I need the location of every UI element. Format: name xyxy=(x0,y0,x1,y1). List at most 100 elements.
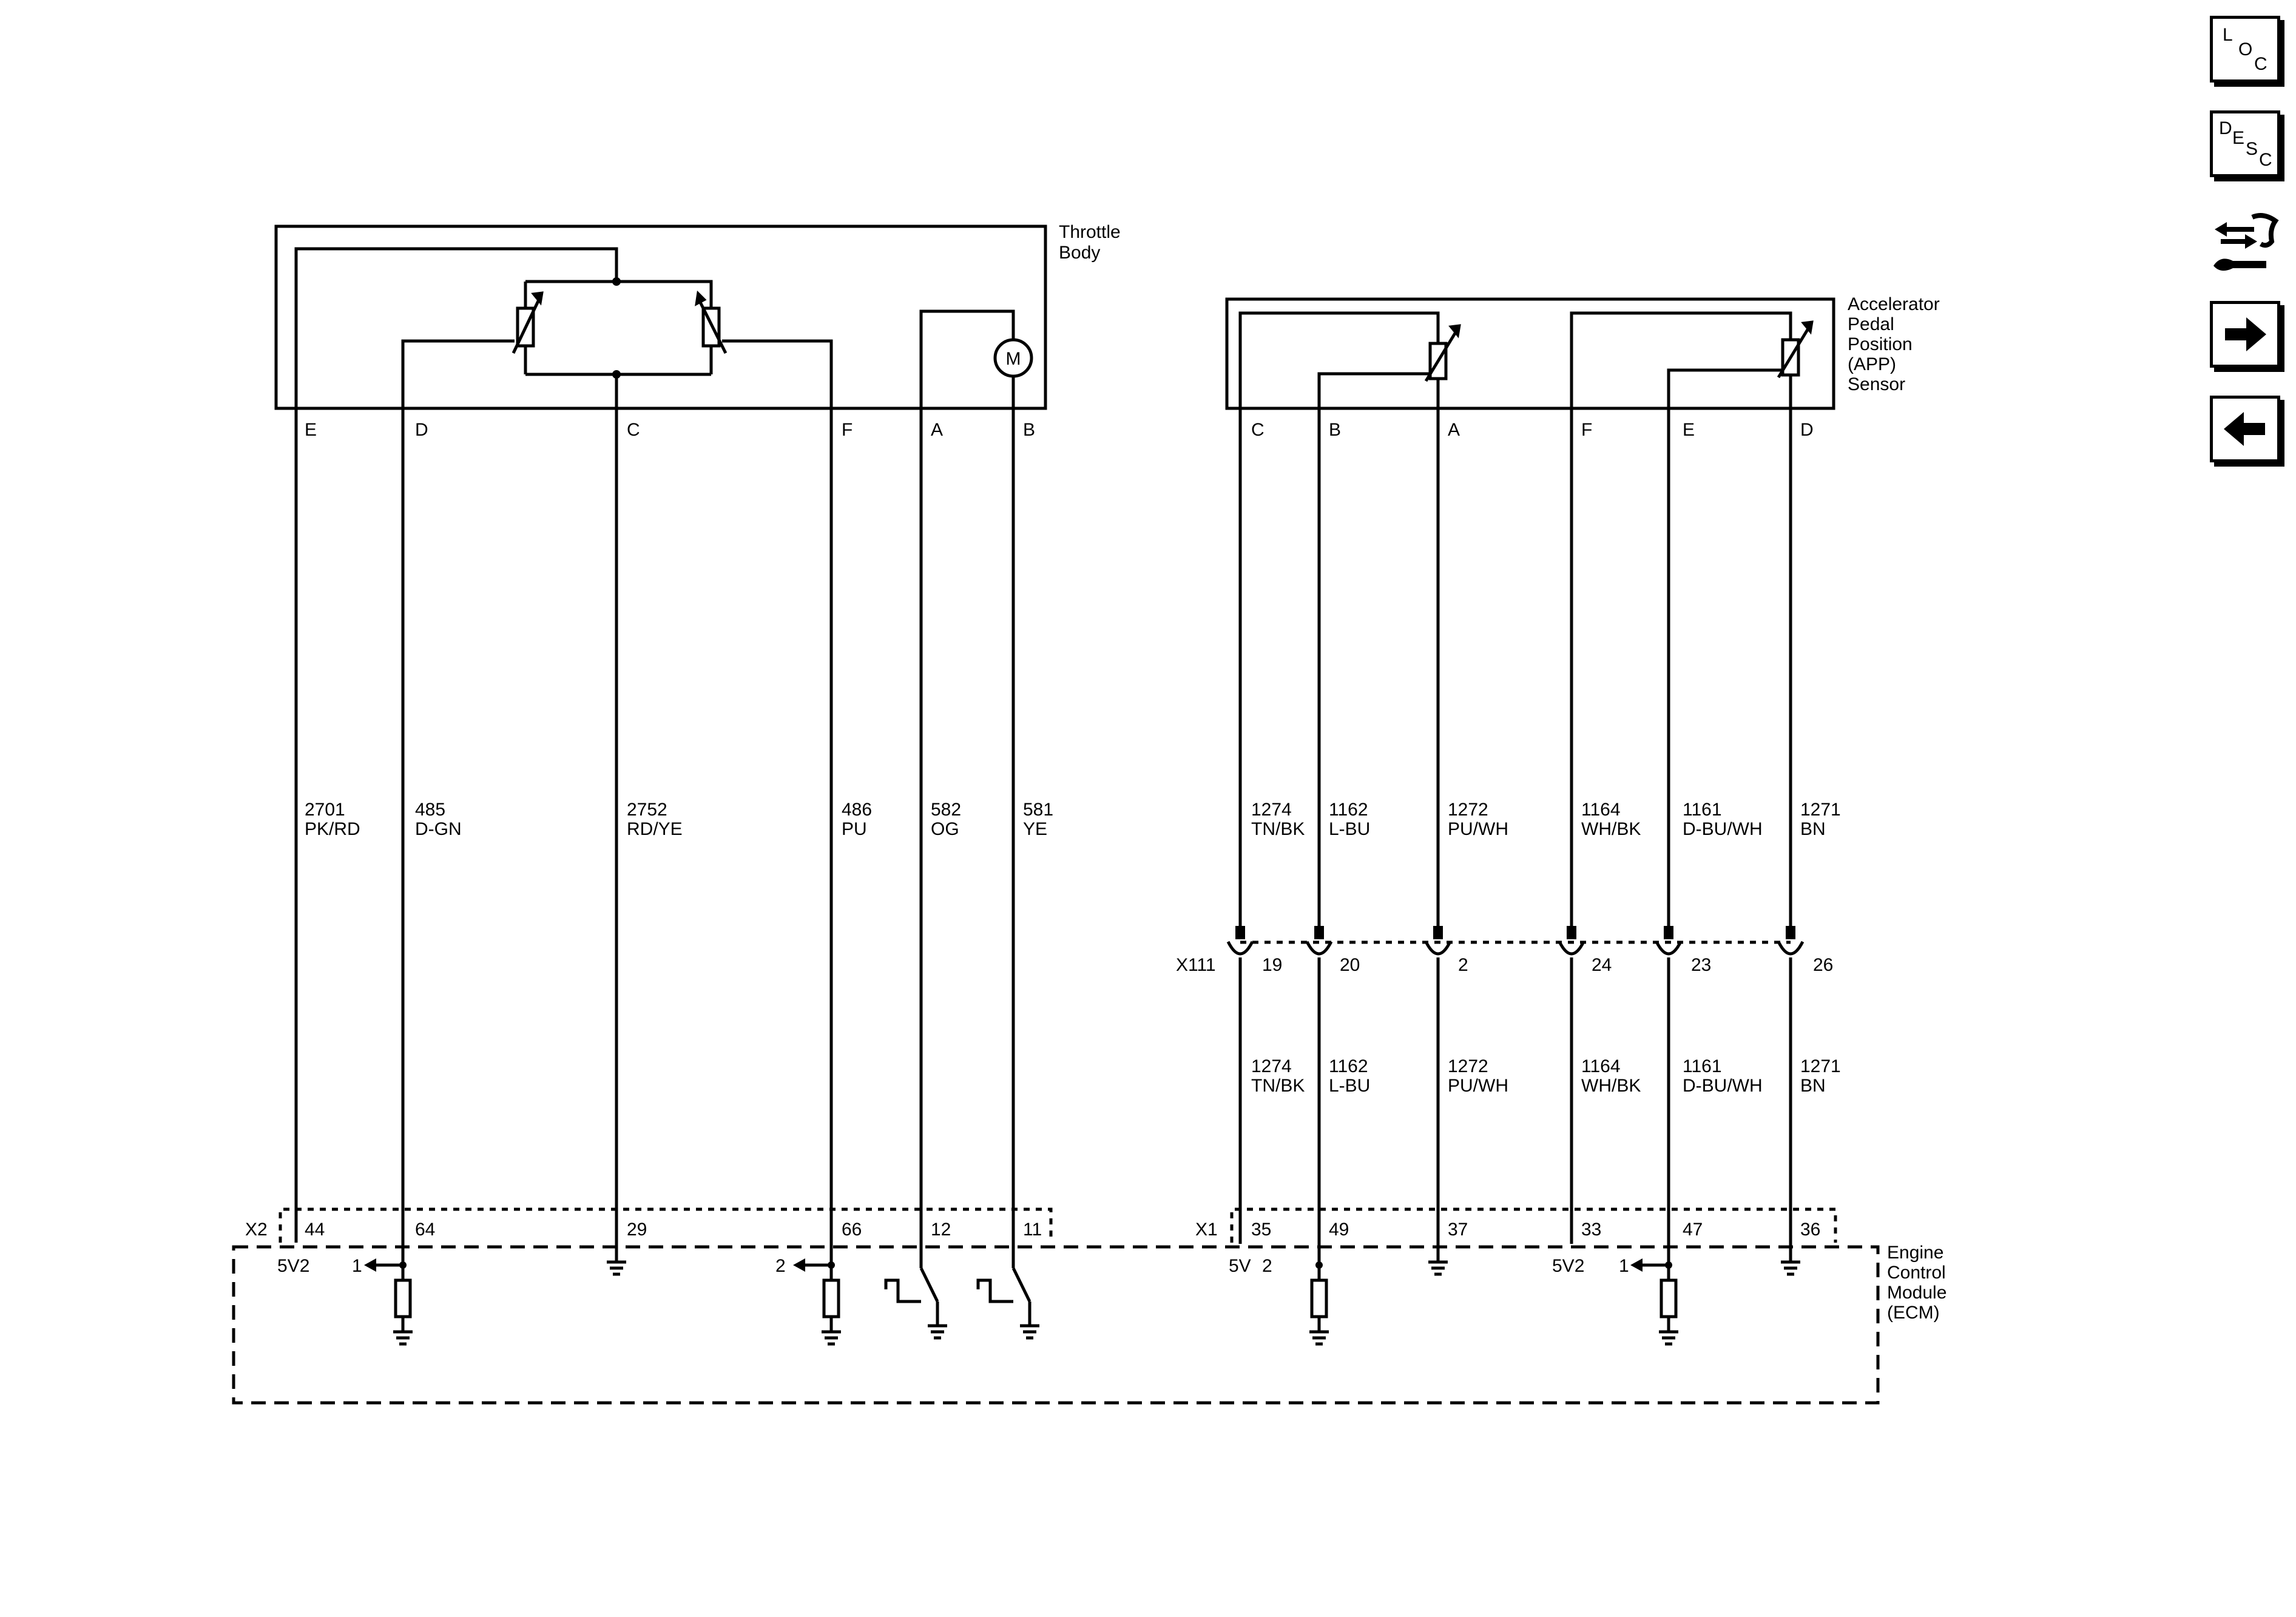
circuit-number: 2752 xyxy=(627,800,667,820)
app-circuit-labels-upper: 1274 TN/BK 1162 L-BU 1272 PU/WH 1164 WH/… xyxy=(1251,800,1841,839)
svg-text:M: M xyxy=(1006,349,1021,369)
svg-text:1274: 1274 xyxy=(1251,1056,1292,1076)
x111-pin: 20 xyxy=(1340,955,1360,975)
connector-repair-icon[interactable] xyxy=(2209,205,2281,278)
desc-button[interactable]: D E S C xyxy=(2210,110,2280,177)
x2-pin: 66 xyxy=(842,1220,862,1240)
circuit-number: 486 xyxy=(842,800,872,820)
throttle-body-box xyxy=(274,224,1047,410)
x2-label: X2 xyxy=(245,1220,268,1240)
svg-text:1: 1 xyxy=(1619,1256,1629,1276)
x1-pin: 37 xyxy=(1448,1220,1468,1240)
x1-label: X1 xyxy=(1195,1220,1218,1240)
circuit-number: 581 xyxy=(1023,800,1053,820)
svg-text:Accelerator: Accelerator xyxy=(1848,294,1940,314)
svg-text:D-BU/WH: D-BU/WH xyxy=(1683,819,1763,839)
throttle-internal-wiring xyxy=(294,247,1015,408)
app-wires xyxy=(1238,408,1792,1280)
app-pin-labels: C B A F E D xyxy=(1251,420,1814,440)
circuit-color: YE xyxy=(1023,819,1047,839)
svg-text:5V2: 5V2 xyxy=(277,1256,309,1276)
pin-label: F xyxy=(842,420,853,440)
ecm-tp2-input xyxy=(793,1258,840,1332)
svg-text:1161: 1161 xyxy=(1683,800,1722,820)
motor-driver-switch-1 xyxy=(884,1267,939,1326)
svg-text:L-BU: L-BU xyxy=(1329,1076,1370,1096)
svg-text:TN/BK: TN/BK xyxy=(1251,1076,1305,1096)
circuit-number: 582 xyxy=(931,800,961,820)
svg-text:PU/WH: PU/WH xyxy=(1448,819,1508,839)
circuit-number: 2701 xyxy=(305,800,345,820)
svg-text:Engine: Engine xyxy=(1887,1243,1943,1263)
pin-label: A xyxy=(1448,420,1460,440)
x111-pin: 23 xyxy=(1691,955,1711,975)
loc-button[interactable]: L O C xyxy=(2210,16,2280,83)
x1-pin: 49 xyxy=(1329,1220,1349,1240)
x1-pin: 47 xyxy=(1683,1220,1703,1240)
tp-sensor-1-resistor xyxy=(512,291,544,354)
ecm-tp1-input xyxy=(364,1258,412,1332)
app-internal-wiring xyxy=(1238,311,1792,408)
svg-text:Module: Module xyxy=(1887,1283,1947,1303)
svg-text:1271: 1271 xyxy=(1800,800,1841,820)
x2-pin: 64 xyxy=(415,1220,435,1240)
pin-label: E xyxy=(305,420,317,440)
svg-text:1161: 1161 xyxy=(1683,1056,1722,1076)
pin-label: C xyxy=(627,420,640,440)
circuit-number: 485 xyxy=(415,800,445,820)
circuit-color: RD/YE xyxy=(627,819,683,839)
x1-pin: 35 xyxy=(1251,1220,1271,1240)
circuit-color: D-GN xyxy=(415,819,462,839)
x111-pin: 2 xyxy=(1458,955,1468,975)
ecm-app1-input xyxy=(1310,1261,1328,1332)
svg-text:2: 2 xyxy=(1262,1256,1272,1276)
svg-text:5V2: 5V2 xyxy=(1552,1256,1584,1276)
svg-text:TN/BK: TN/BK xyxy=(1251,819,1305,839)
svg-text:1: 1 xyxy=(352,1256,362,1276)
arrow-right-icon xyxy=(2225,317,2266,351)
svg-text:5V: 5V xyxy=(1229,1256,1251,1276)
x1-pin: 33 xyxy=(1581,1220,1601,1240)
x2-pin: 12 xyxy=(931,1220,951,1240)
x2-connector: X2 44 64 29 66 12 11 xyxy=(245,1207,1053,1243)
svg-text:1272: 1272 xyxy=(1448,1056,1488,1076)
svg-text:D-BU/WH: D-BU/WH xyxy=(1683,1076,1763,1096)
pin-label: F xyxy=(1581,420,1592,440)
x111-pin: 26 xyxy=(1813,955,1833,975)
svg-text:L-BU: L-BU xyxy=(1329,819,1370,839)
pin-label: B xyxy=(1023,420,1035,440)
svg-text:2: 2 xyxy=(775,1256,786,1276)
app-sensor-title: Accelerator Pedal Position (APP) Sensor xyxy=(1848,294,1940,394)
x2-pin: 29 xyxy=(627,1220,647,1240)
app-sensor-1-resistor xyxy=(1424,324,1461,382)
x111-connector: X111 19 20 2 24 23 26 xyxy=(1176,926,1833,975)
pin-label: E xyxy=(1683,420,1695,440)
pin-label: D xyxy=(415,420,428,440)
back-button[interactable] xyxy=(2210,396,2280,462)
svg-text:BN: BN xyxy=(1800,1076,1826,1096)
pin-label: B xyxy=(1329,420,1341,440)
app-sensor-2-resistor xyxy=(1777,320,1814,379)
throttle-pin-labels: E D C F A B xyxy=(305,420,1035,440)
app-sensor-box xyxy=(1225,297,1835,410)
svg-text:1164: 1164 xyxy=(1581,800,1621,820)
svg-text:Sensor: Sensor xyxy=(1848,374,1905,394)
ecm-box xyxy=(232,1245,1880,1405)
pin-label: D xyxy=(1800,420,1814,440)
svg-text:1274: 1274 xyxy=(1251,800,1292,820)
next-button[interactable] xyxy=(2210,301,2280,368)
app-circuit-labels-lower: 1274 TN/BK 1162 L-BU 1272 PU/WH 1164 WH/… xyxy=(1251,1056,1841,1096)
motor-icon: M xyxy=(993,338,1033,378)
svg-text:BN: BN xyxy=(1800,819,1826,839)
svg-text:(ECM): (ECM) xyxy=(1887,1303,1940,1323)
x2-pin: 11 xyxy=(1023,1220,1042,1240)
ground-icon xyxy=(393,1260,1800,1346)
tp-sensor-2-resistor xyxy=(695,290,728,354)
throttle-circuit-labels: 2701 PK/RD 485 D-GN 2752 RD/YE 486 PU 58… xyxy=(305,800,1053,839)
x111-pin: 24 xyxy=(1592,955,1612,975)
svg-text:Pedal: Pedal xyxy=(1848,314,1894,334)
svg-text:Control: Control xyxy=(1887,1263,1946,1283)
x2-pin: 44 xyxy=(305,1220,325,1240)
ecm-internal-labels: 5V2 1 2 5V 2 5V2 1 xyxy=(277,1256,1629,1276)
